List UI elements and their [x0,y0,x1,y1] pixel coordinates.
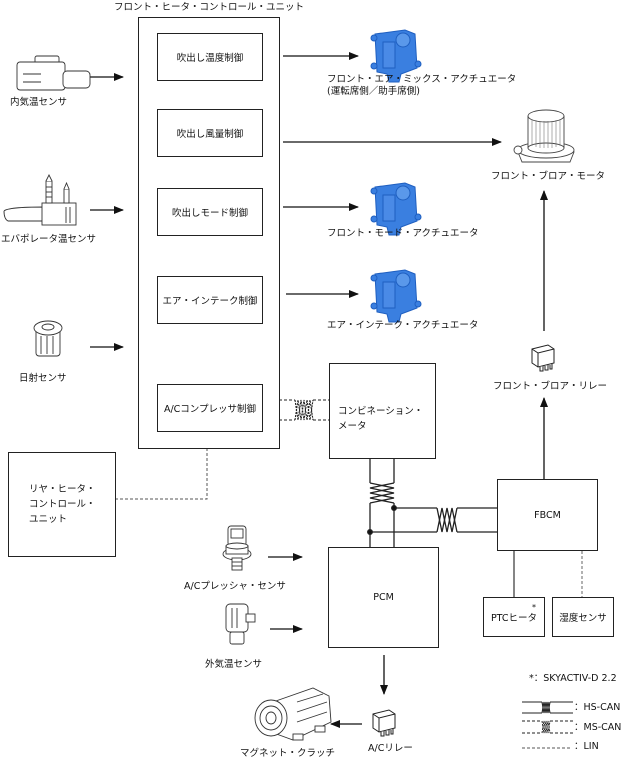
air-mix-actuator-label-line1: フロント・エア・ミックス・アクチュエータ [327,74,517,85]
legend-ms-can-label: ：MS-CAN [574,722,622,733]
lin-link-rear-hcu [116,448,208,500]
ptc-heater-footnote-mark: * [532,603,537,612]
ambient-temp-sensor-label: 外気温センサ [205,659,263,670]
legend-lin-label: ：LIN [574,741,599,752]
rear-hcu-box: リヤ・ヒータ・ コントロール・ ユニット [8,452,116,557]
mode-actuator-icon [370,182,422,236]
blower-relay-icon [531,344,555,372]
ac-relay-icon [372,709,396,737]
combination-meter-box: コンビネーション・ メータ [329,363,436,459]
hs-can-link-vertical [369,458,395,547]
mode-actuator-label: フロント・モード・アクチュエータ [327,228,479,239]
air-mix-actuator-icon [370,29,422,83]
ptc-heater-label-wrap: PTCヒータ * [490,603,538,624]
legend-ms-can-symbol [522,720,573,734]
magnetic-clutch-label: マグネット・クラッチ [240,748,336,759]
ac-pressure-sensor-icon [222,525,252,571]
legend-note: *：SKYACTIV-D 2.2 [529,673,617,684]
ac-pressure-sensor-label: A/Cプレッシャ・センサ [184,581,286,592]
legend-hs-can-label: ：HS-CAN [574,702,621,713]
combination-meter-line1: コンビネーション・ [338,406,424,417]
intake-actuator-label: エア・インテーク・アクチュエータ [327,320,479,331]
evaporator-temp-sensor-label: エバポレータ温センサ [1,234,97,245]
solar-sensor-icon [33,320,63,357]
rear-hcu-line2: コントロール・ [29,498,96,510]
front-hcu-title: フロント・ヒータ・コントロール・ユニット [114,2,305,13]
ptc-heater-box: PTCヒータ * [483,597,545,637]
function-airflow-control: 吹出し風量制御 [157,109,263,157]
evaporator-temp-sensor-icon [3,173,77,226]
solar-sensor-label: 日射センサ [19,373,67,384]
rear-hcu-line3: ユニット [29,514,68,526]
ms-can-link [279,399,329,421]
rear-hcu-line1: リヤ・ヒータ・ [29,483,96,495]
pcm-box: PCM [328,547,439,648]
hs-can-link-horizontal [367,505,497,535]
combination-meter-line2: メータ [338,421,367,433]
air-mix-actuator-label-line2: (運転席側／助手席側) [327,85,420,97]
magnetic-clutch-icon [254,687,332,741]
function-air-intake-control: エア・インテーク制御 [157,276,263,324]
air-mix-actuator-label: フロント・エア・ミックス・アクチュエータ (運転席側／助手席側) [327,74,516,98]
blower-relay-label: フロント・ブロア・リレー [493,381,608,392]
legend-hs-can-symbol [522,701,573,714]
function-outlet-temp-control: 吹出し温度制御 [157,33,263,81]
ac-relay-label: A/Cリレー [368,743,413,754]
fbcm-box: FBCM [497,479,598,551]
ptc-heater-label: PTCヒータ [490,613,538,624]
intake-actuator-icon [370,269,422,323]
cabin-temp-sensor-icon [16,55,91,91]
function-ac-compressor-control: A/Cコンプレッサ制御 [157,384,263,432]
blower-motor-icon [513,109,575,163]
cabin-temp-sensor-label: 内気温センサ [10,97,68,108]
ambient-temp-sensor-icon [225,603,256,645]
humidity-sensor-box: 湿度センサ [552,597,614,637]
function-outlet-mode-control: 吹出しモード制御 [157,188,263,236]
blower-motor-label: フロント・ブロア・モータ [491,171,606,182]
